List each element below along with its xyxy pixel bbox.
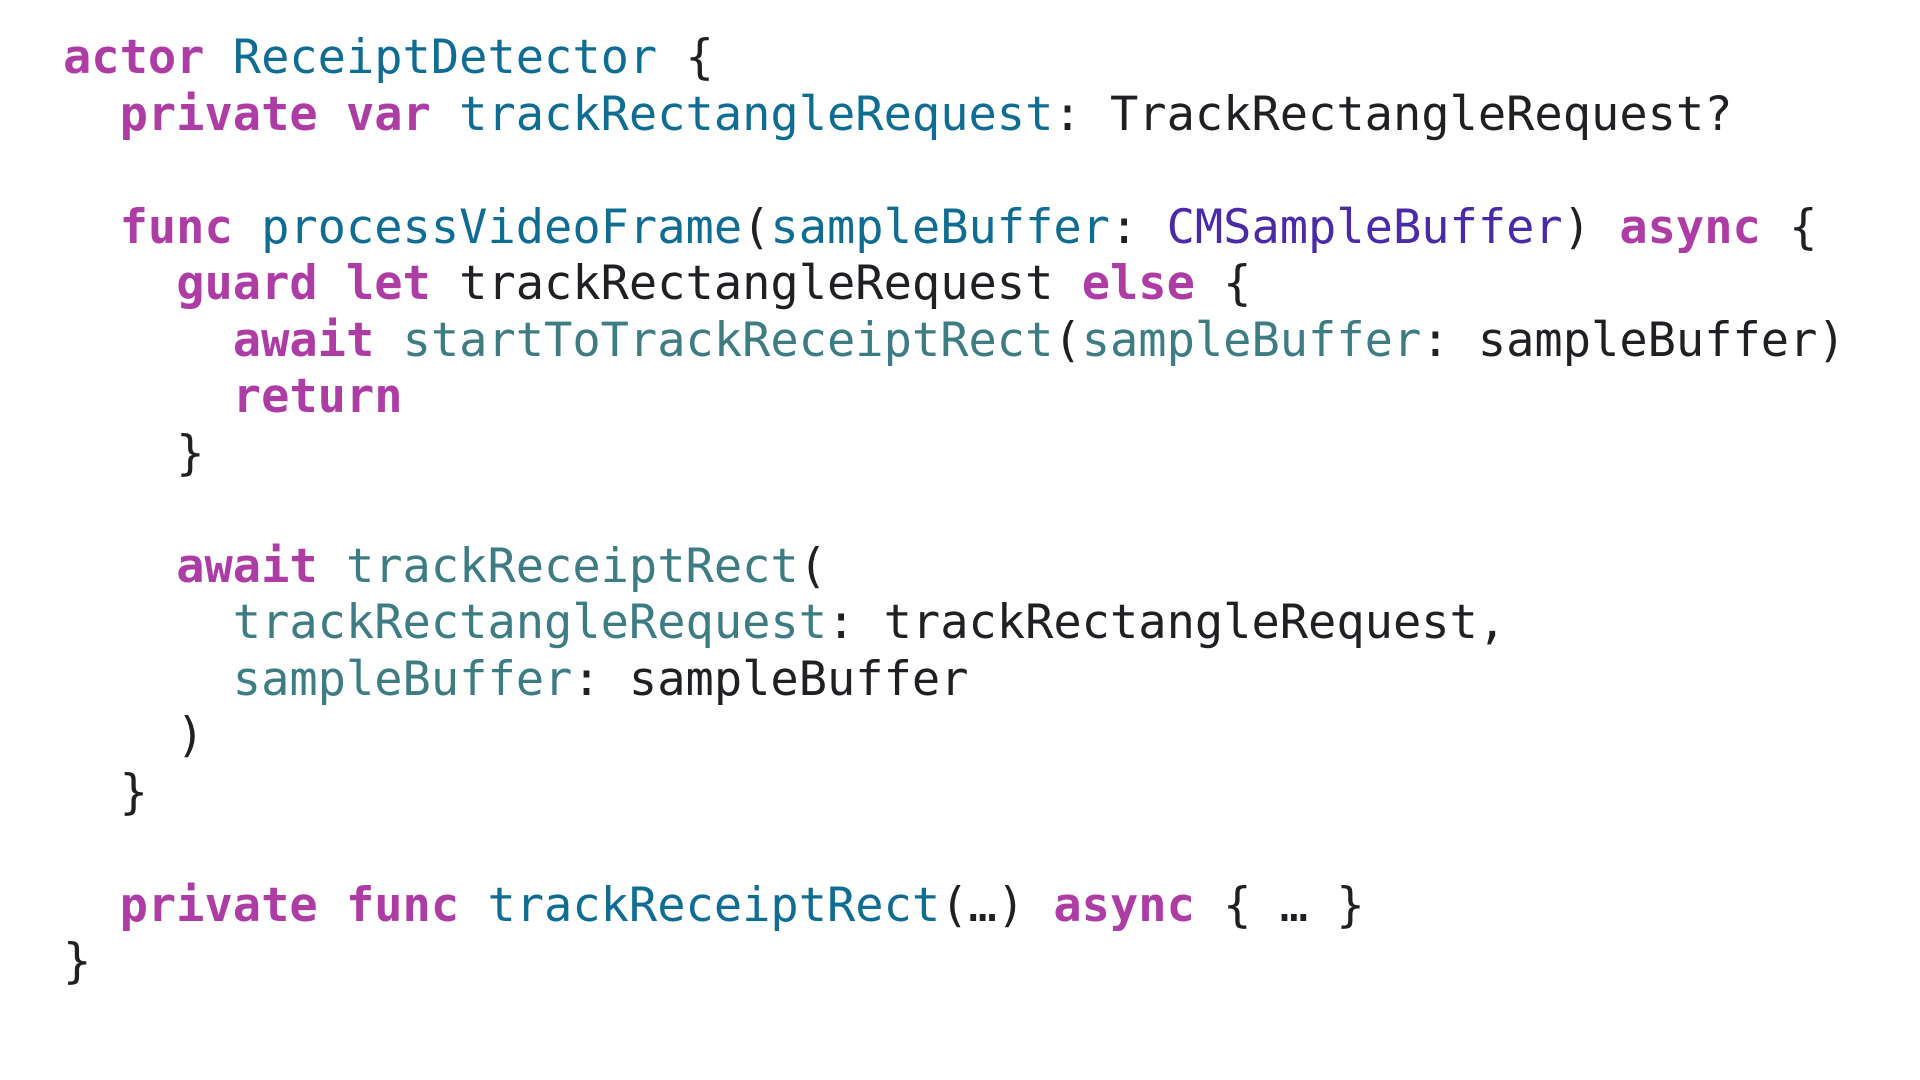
- code-token-plain: (…): [940, 877, 1054, 933]
- code-line: [63, 482, 1846, 539]
- code-block: actor ReceiptDetector { private var trac…: [63, 30, 1846, 991]
- code-token-kw: guard: [176, 256, 318, 311]
- code-token-plain: [233, 200, 261, 255]
- code-indent: [63, 708, 176, 763]
- code-token-kw: async: [1053, 877, 1195, 933]
- code-indent: [63, 878, 120, 933]
- code-indent: [63, 87, 120, 142]
- code-token-kw: await: [232, 312, 375, 368]
- code-token-plain: { … }: [1194, 877, 1365, 933]
- code-token-call: trackRectangleRequest: [232, 595, 828, 650]
- code-indent: [63, 539, 176, 594]
- code-indent: [63, 256, 176, 311]
- code-token-plain: }: [119, 764, 148, 820]
- code-token-plain: [318, 87, 346, 142]
- code-token-plain: }: [176, 425, 205, 481]
- code-token-plain: : sampleBuffer): [1421, 312, 1846, 368]
- code-line: trackRectangleRequest: trackRectangleReq…: [63, 595, 1846, 652]
- code-line: [63, 143, 1846, 200]
- code-indent: [63, 765, 120, 820]
- code-token-type: CMSampleBuffer: [1166, 199, 1563, 255]
- code-token-plain: (: [1053, 312, 1082, 368]
- code-line: }: [63, 765, 1846, 822]
- code-token-kw: return: [232, 369, 403, 424]
- code-token-kw: func: [345, 877, 460, 933]
- code-token-decl: ReceiptDetector: [232, 30, 658, 85]
- code-line: await trackReceiptRect(: [63, 539, 1846, 596]
- code-line: [63, 821, 1846, 878]
- code-line: await startToTrackReceiptRect(sampleBuff…: [63, 313, 1846, 370]
- code-token-decl: trackReceiptRect: [487, 877, 941, 933]
- code-token-plain: [431, 87, 459, 142]
- code-token-plain: [374, 313, 402, 368]
- code-line: return: [63, 369, 1846, 426]
- code-indent: [63, 652, 233, 707]
- code-line: private var trackRectangleRequest: Track…: [63, 87, 1846, 144]
- code-token-plain: (: [798, 538, 828, 594]
- code-token-call: trackReceiptRect: [345, 538, 799, 594]
- code-token-call: startToTrackReceiptRect: [402, 312, 1054, 368]
- code-line: }: [63, 426, 1846, 483]
- code-line: ): [63, 708, 1846, 765]
- code-token-plain: (: [742, 199, 771, 255]
- code-token-plain: [318, 256, 346, 311]
- code-line: private func trackReceiptRect(…) async {…: [63, 878, 1846, 935]
- code-token-plain: [459, 878, 487, 933]
- code-token-plain: trackRectangleRequest: [430, 256, 1082, 311]
- code-indent: [63, 200, 120, 255]
- code-indent: [63, 313, 233, 368]
- code-token-kw: var: [345, 86, 431, 142]
- code-token-call: sampleBuffer: [232, 651, 573, 707]
- code-indent: [63, 369, 233, 424]
- code-token-decl: trackRectangleRequest: [459, 86, 1054, 142]
- code-token-kw: await: [176, 538, 318, 594]
- code-token-plain: ): [176, 708, 205, 763]
- code-token-kw: async: [1619, 199, 1761, 255]
- code-line: }: [63, 934, 1846, 991]
- code-token-plain: {: [657, 30, 714, 85]
- code-token-plain: : trackRectangleRequest,: [827, 595, 1507, 650]
- code-token-plain: :: [1109, 199, 1167, 255]
- code-token-kw: func: [119, 199, 233, 255]
- code-token-plain: : sampleBuffer: [572, 651, 969, 707]
- code-token-plain: [204, 30, 232, 85]
- code-token-decl: processVideoFrame: [261, 199, 743, 255]
- code-token-plain: [318, 539, 346, 594]
- code-token-plain: {: [1194, 256, 1252, 311]
- code-token-plain: }: [63, 934, 92, 989]
- code-token-kw: private: [119, 877, 318, 933]
- code-indent: [63, 595, 233, 650]
- code-token-call: sampleBuffer: [1081, 312, 1422, 368]
- code-token-plain: [318, 878, 346, 933]
- code-indent: [63, 426, 176, 481]
- code-token-plain: ): [1562, 199, 1620, 255]
- code-token-kw: else: [1081, 256, 1195, 311]
- code-line: actor ReceiptDetector {: [63, 30, 1846, 87]
- code-token-kw: actor: [63, 30, 205, 85]
- code-token-kw: let: [345, 256, 431, 311]
- code-token-kw: private: [119, 86, 318, 142]
- code-line: sampleBuffer: sampleBuffer: [63, 652, 1846, 709]
- code-token-plain: {: [1760, 199, 1818, 255]
- code-line: func processVideoFrame(sampleBuffer: CMS…: [63, 200, 1846, 257]
- code-token-plain: : TrackRectangleRequest?: [1053, 86, 1733, 142]
- code-line: guard let trackRectangleRequest else {: [63, 256, 1846, 313]
- code-token-decl: sampleBuffer: [770, 199, 1110, 255]
